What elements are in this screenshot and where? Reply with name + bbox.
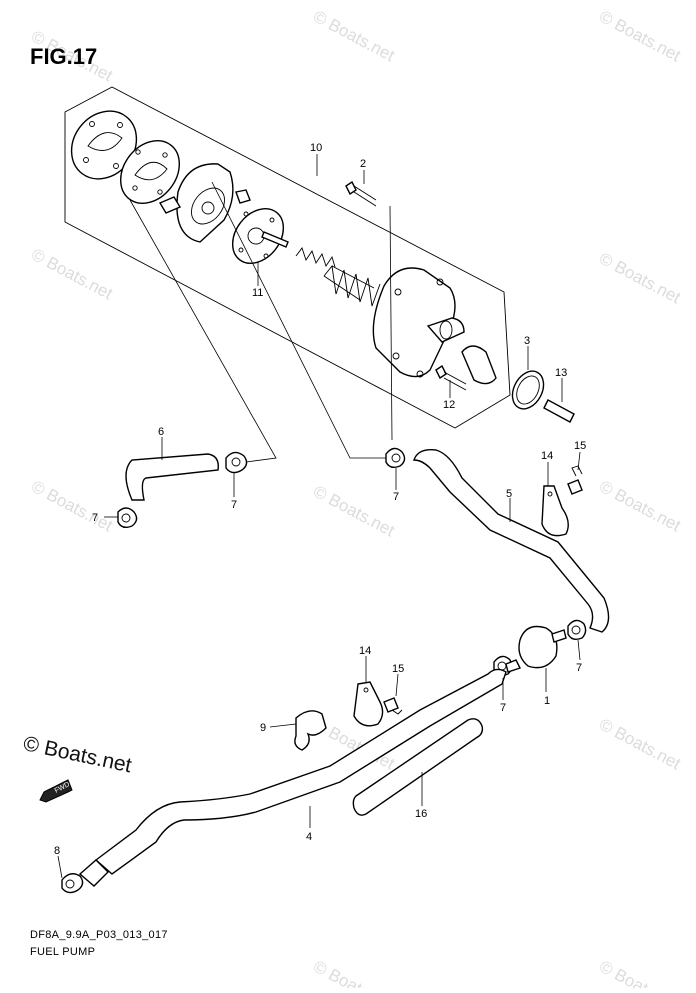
spring-large (323, 264, 381, 307)
callout-6: 6 (158, 426, 164, 438)
watermark: © Boats.net (596, 7, 684, 66)
diaphragm-gasket (120, 140, 180, 204)
watermark: © Boats.net (310, 482, 398, 541)
callout-8: 8 (54, 845, 60, 857)
callout-16: 16 (415, 808, 427, 820)
callout-2: 2 (360, 158, 366, 170)
leader-line (211, 181, 386, 459)
callout-7: 7 (92, 512, 98, 524)
pump-housing (372, 267, 465, 378)
callout-7: 7 (393, 491, 399, 503)
watermark: © Boats.net (28, 477, 116, 536)
pin (543, 399, 575, 423)
hose-clip (117, 507, 138, 529)
callout-4: 4 (306, 831, 312, 843)
hose (413, 449, 610, 633)
hose-clamp-bracket (353, 681, 384, 727)
watermark: © Boats.net (596, 477, 684, 536)
callout-1: 1 (544, 695, 550, 707)
hose-clip (385, 447, 406, 469)
screw (435, 364, 467, 391)
hose-clip (294, 710, 327, 751)
figure-code: DF8A_9.9A_P03_013_017 (30, 929, 168, 941)
figure-title: FIG.17 (30, 44, 98, 69)
hose (78, 668, 507, 887)
callout-leaders (57, 154, 581, 879)
leader-line (389, 205, 393, 441)
watermark: © Boats.net (310, 957, 398, 988)
fuel-filter (505, 625, 567, 673)
watermark: © Boats.net (28, 245, 116, 304)
callout-7: 7 (576, 662, 582, 674)
callout-12: 12 (443, 399, 455, 411)
hose-clip (567, 619, 587, 641)
pump-body (158, 163, 251, 243)
watermark: © Boats.net (596, 957, 684, 988)
callout-10: 10 (310, 142, 322, 154)
watermark: © Boats.net (596, 715, 684, 774)
spring-small (295, 247, 336, 268)
o-ring (511, 370, 545, 410)
callout-7: 7 (231, 499, 237, 511)
callout-3: 3 (524, 335, 530, 347)
hose-clip (225, 451, 248, 474)
leader-line (129, 199, 277, 463)
hose-clamp-bracket (541, 485, 569, 537)
pump-plunger (461, 345, 497, 385)
bolt (383, 697, 403, 715)
forward-direction-arrow-icon: FWD (39, 779, 73, 803)
pump-assembly-frame (64, 86, 511, 429)
callout-7: 7 (500, 702, 506, 714)
hose (125, 453, 219, 501)
callout-15: 15 (392, 663, 404, 675)
bolt (567, 465, 583, 495)
callout-5: 5 (506, 488, 512, 500)
hose (352, 718, 484, 816)
watermark: © Boats.net (310, 7, 398, 66)
callout-9: 9 (260, 722, 266, 734)
watermark: © Boats.net (596, 249, 684, 308)
callout-labels: 1 2 3 4 5 6 7 7 7 7 7 8 9 10 11 12 13 14… (54, 142, 586, 857)
hose-clip (61, 873, 84, 894)
figure-name: FUEL PUMP (30, 946, 96, 958)
callout-11: 11 (252, 287, 263, 299)
screw (345, 180, 377, 207)
callout-14: 14 (359, 645, 371, 657)
callout-13: 13 (555, 367, 567, 379)
callout-15: 15 (574, 440, 586, 452)
pump-diaphragm (231, 208, 289, 264)
callout-14: 14 (541, 450, 553, 462)
